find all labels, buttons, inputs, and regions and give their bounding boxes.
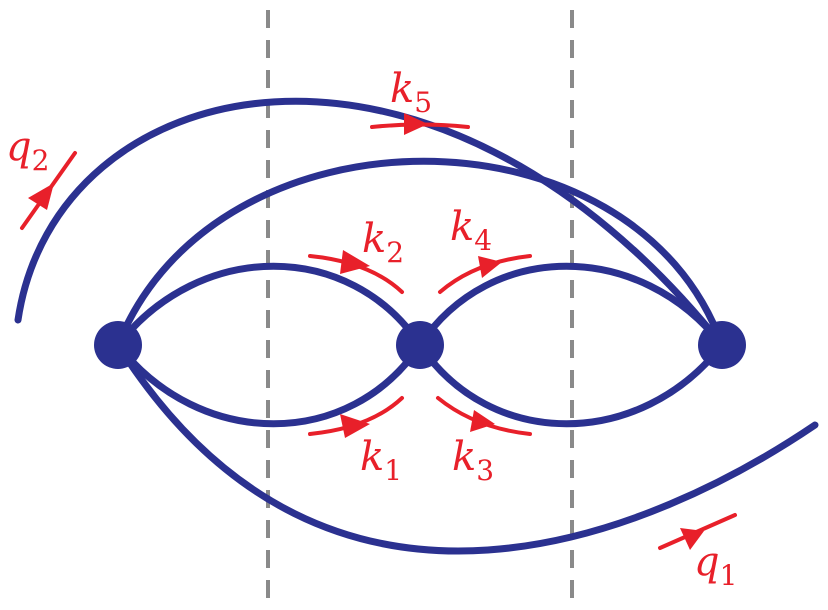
momentum-arrow-k5: [370, 113, 470, 135]
propagator-k5: [114, 157, 726, 349]
propagator-k1: [114, 341, 424, 428]
momentum-arrow-q1: [658, 513, 737, 550]
momentum-arrow-k1: [308, 396, 404, 438]
label-k2: k2: [362, 216, 404, 269]
momentum-arrow-k3: [436, 396, 532, 436]
propagator-k4: [416, 262, 726, 349]
propagator-k3: [416, 341, 726, 428]
momentum-arrow-k2: [308, 250, 404, 294]
propagator-q2: [14, 97, 726, 349]
label-k1: k1: [360, 434, 402, 487]
propagator-q1: [114, 341, 819, 555]
label-k3: k3: [452, 434, 494, 487]
propagator-k2: [114, 262, 424, 349]
momentum-arrow-k4: [438, 254, 532, 294]
label-q2: q2: [6, 124, 49, 177]
right-vertex: [698, 321, 746, 369]
label-q1: q1: [694, 539, 737, 592]
label-k5: k5: [390, 66, 432, 119]
left-vertex: [94, 321, 142, 369]
label-k4: k4: [450, 204, 492, 257]
momentum-arrow-q2: [20, 151, 77, 230]
middle-vertex: [396, 321, 444, 369]
